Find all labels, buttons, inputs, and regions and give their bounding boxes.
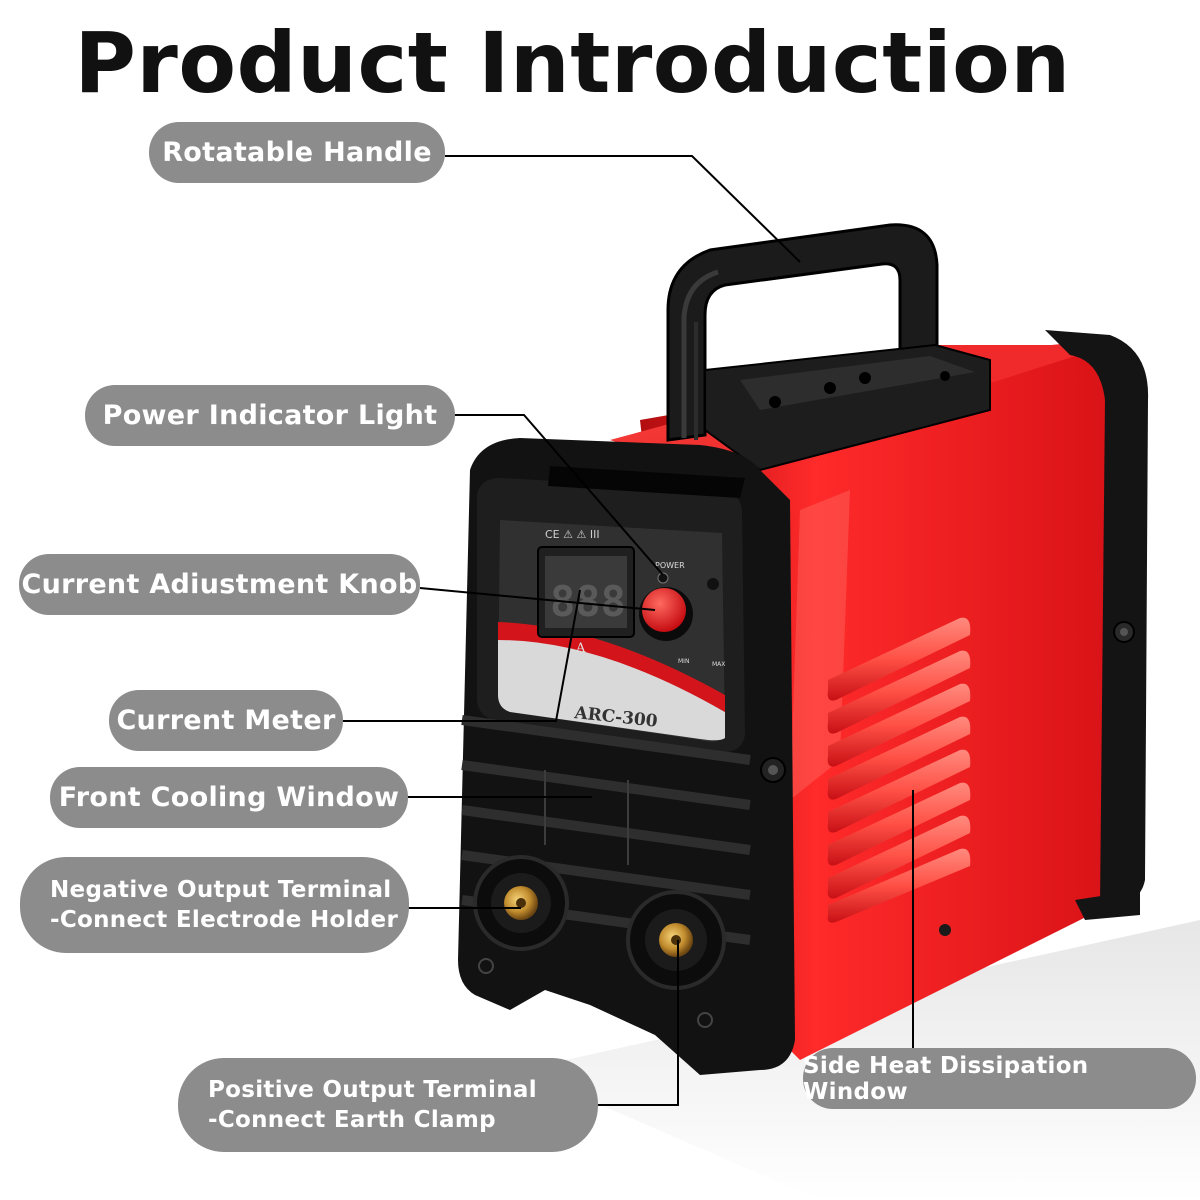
label-negative-output-terminal: Negative Output Terminal -Connect Electr… xyxy=(20,857,409,953)
label-rotatable-handle: Rotatable Handle xyxy=(149,122,445,183)
power-label: POWER xyxy=(655,561,685,570)
negative-terminal xyxy=(473,855,569,951)
negative-terminal-title: Negative Output Terminal xyxy=(50,877,392,903)
label-current-adjustment-knob: Current Adiustment Knob xyxy=(19,554,420,615)
panel-marks: CE ⚠ ⚠ III xyxy=(545,528,600,541)
leader-current-knob xyxy=(419,587,656,611)
rear-frame xyxy=(1045,330,1149,920)
label-positive-output-terminal: Positive Output Terminal -Connect Earth … xyxy=(178,1058,598,1152)
min-label: MIN xyxy=(678,658,689,665)
label-current-meter: Current Meter xyxy=(109,690,343,751)
leader-positive-terminal xyxy=(598,940,679,1106)
leader-lines xyxy=(343,155,914,1106)
leader-current-meter xyxy=(343,589,581,722)
positive-terminal xyxy=(626,890,726,990)
page-title: Product Introduction xyxy=(74,14,1071,112)
label-power-indicator-light: Power Indicator Light xyxy=(85,385,455,446)
positive-terminal-subtitle: -Connect Earth Clamp xyxy=(208,1107,496,1133)
positive-terminal-title: Positive Output Terminal xyxy=(208,1077,537,1103)
label-front-cooling-window: Front Cooling Window xyxy=(50,767,408,828)
handle xyxy=(666,223,991,472)
unit-label: A xyxy=(575,641,586,656)
leader-rotatable-handle xyxy=(445,155,801,263)
label-side-heat-dissipation-window: Side Heat Dissipation Window xyxy=(803,1048,1196,1109)
negative-terminal-subtitle: -Connect Electrode Holder xyxy=(50,907,399,933)
max-label: MAX xyxy=(712,661,725,668)
side-louvers xyxy=(827,617,971,923)
leader-power-indicator xyxy=(455,414,664,576)
front-control-panel xyxy=(498,520,725,742)
front-screws xyxy=(478,958,713,1028)
